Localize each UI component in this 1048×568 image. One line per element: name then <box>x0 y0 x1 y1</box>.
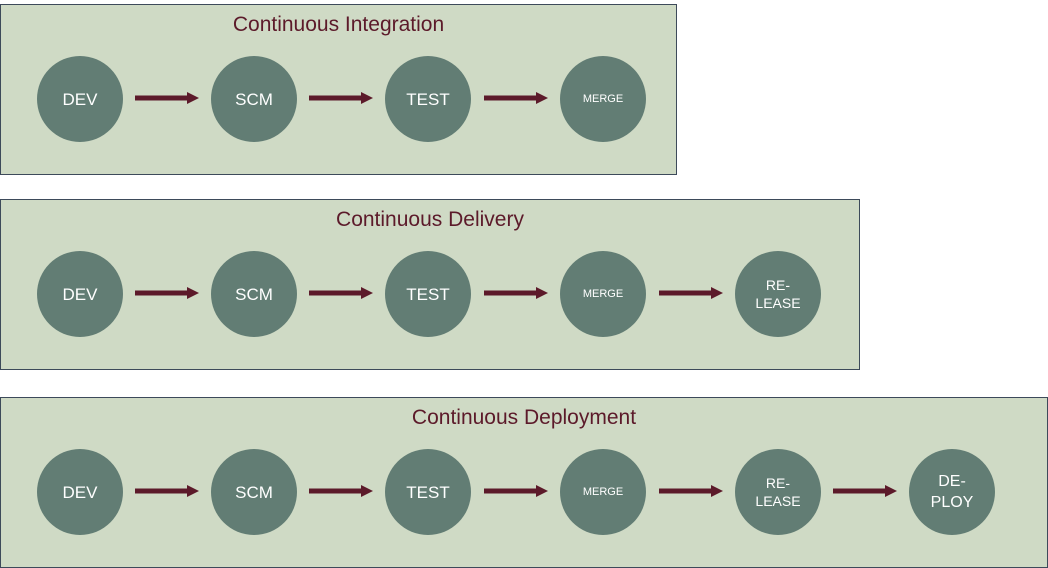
node-test: TEST <box>385 56 471 142</box>
node-dev: DEV <box>37 56 123 142</box>
arrow-icon <box>135 287 199 299</box>
node-dev: DEV <box>37 251 123 337</box>
arrow-icon <box>484 287 548 299</box>
arrow-icon <box>484 92 548 104</box>
node-label: MERGE <box>582 485 624 498</box>
panel-continuous-integration: Continuous Integration DEV SCM TEST MERG… <box>0 4 677 175</box>
node-merge: MERGE <box>560 56 646 142</box>
arrow-icon <box>484 485 548 497</box>
node-label: DE- PLOY <box>930 473 974 511</box>
node-label: TEST <box>406 284 450 304</box>
node-test: TEST <box>385 251 471 337</box>
panel-continuous-delivery: Continuous Delivery DEV SCM TEST MERGE R… <box>0 199 860 370</box>
panel-title: Continuous Integration <box>232 13 445 36</box>
node-label: RE- LEASE <box>755 277 801 311</box>
arrow-icon <box>659 485 723 497</box>
panel-continuous-deployment: Continuous Deployment DEV SCM TEST MERGE… <box>0 397 1048 568</box>
node-scm: SCM <box>211 56 297 142</box>
node-label: SCM <box>235 482 273 502</box>
node-release: RE- LEASE <box>735 449 821 535</box>
arrow-icon <box>309 485 373 497</box>
node-dev: DEV <box>37 449 123 535</box>
node-test: TEST <box>385 449 471 535</box>
node-label: DEV <box>62 482 98 502</box>
node-label: SCM <box>235 89 273 109</box>
arrow-icon <box>309 287 373 299</box>
node-label: DEV <box>62 89 98 109</box>
node-merge: MERGE <box>560 449 646 535</box>
node-scm: SCM <box>211 449 297 535</box>
node-label: MERGE <box>582 287 624 300</box>
arrow-icon <box>309 92 373 104</box>
arrow-icon <box>659 287 723 299</box>
arrow-icon <box>135 92 199 104</box>
node-label: SCM <box>235 284 273 304</box>
node-label: MERGE <box>582 92 624 105</box>
node-merge: MERGE <box>560 251 646 337</box>
node-label: DEV <box>62 284 98 304</box>
panel-title: Continuous Delivery <box>336 208 524 231</box>
node-release: RE- LEASE <box>735 251 821 337</box>
node-label: TEST <box>406 482 450 502</box>
panel-title: Continuous Deployment <box>411 406 637 429</box>
node-label: TEST <box>406 89 450 109</box>
node-deploy: DE- PLOY <box>909 449 995 535</box>
arrow-icon <box>833 485 897 497</box>
arrow-icon <box>135 485 199 497</box>
node-scm: SCM <box>211 251 297 337</box>
node-label: RE- LEASE <box>755 475 801 509</box>
